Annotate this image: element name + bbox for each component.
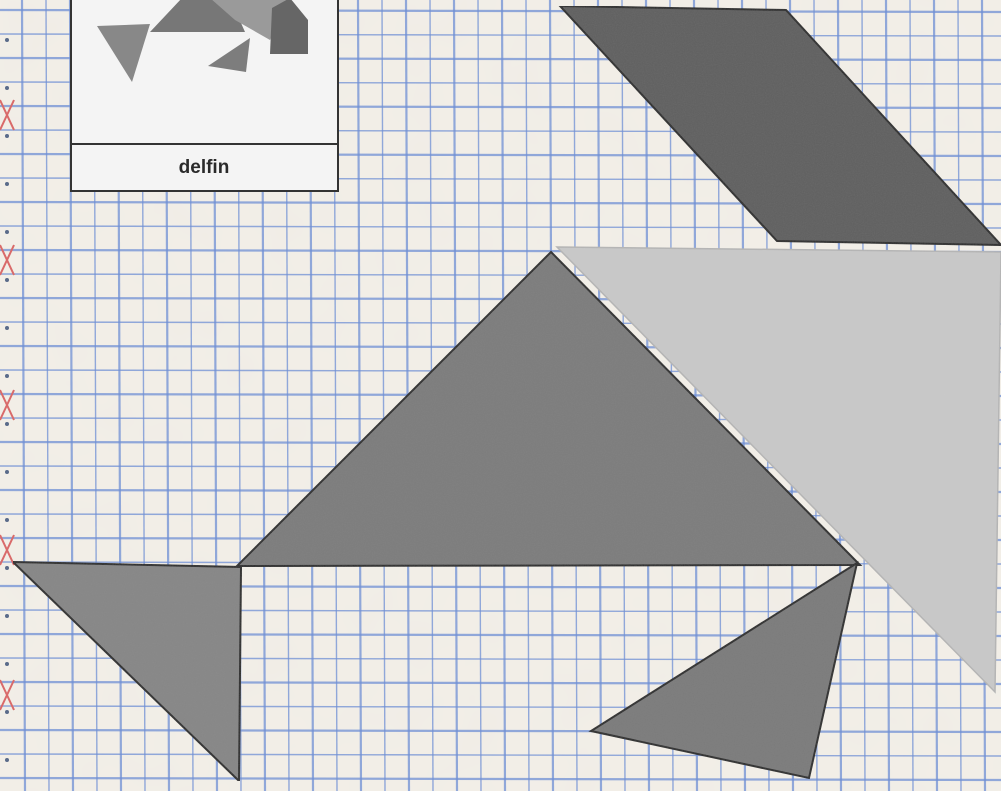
reference-card: delfin bbox=[71, 0, 338, 191]
margin-dot bbox=[5, 374, 9, 378]
margin-dot bbox=[5, 710, 9, 714]
margin-dot bbox=[5, 38, 9, 42]
margin-dot bbox=[5, 326, 9, 330]
card-caption: delfin bbox=[179, 157, 230, 178]
margin-dot bbox=[5, 614, 9, 618]
margin-dot bbox=[5, 662, 9, 666]
margin-dot bbox=[5, 278, 9, 282]
margin-dot bbox=[5, 566, 9, 570]
margin-dot bbox=[5, 182, 9, 186]
margin-dot bbox=[5, 470, 9, 474]
margin-dot bbox=[5, 518, 9, 522]
margin-dot bbox=[5, 86, 9, 90]
margin-dot bbox=[5, 422, 9, 426]
margin-dot bbox=[5, 230, 9, 234]
margin-dot bbox=[5, 758, 9, 762]
margin-dot bbox=[5, 134, 9, 138]
